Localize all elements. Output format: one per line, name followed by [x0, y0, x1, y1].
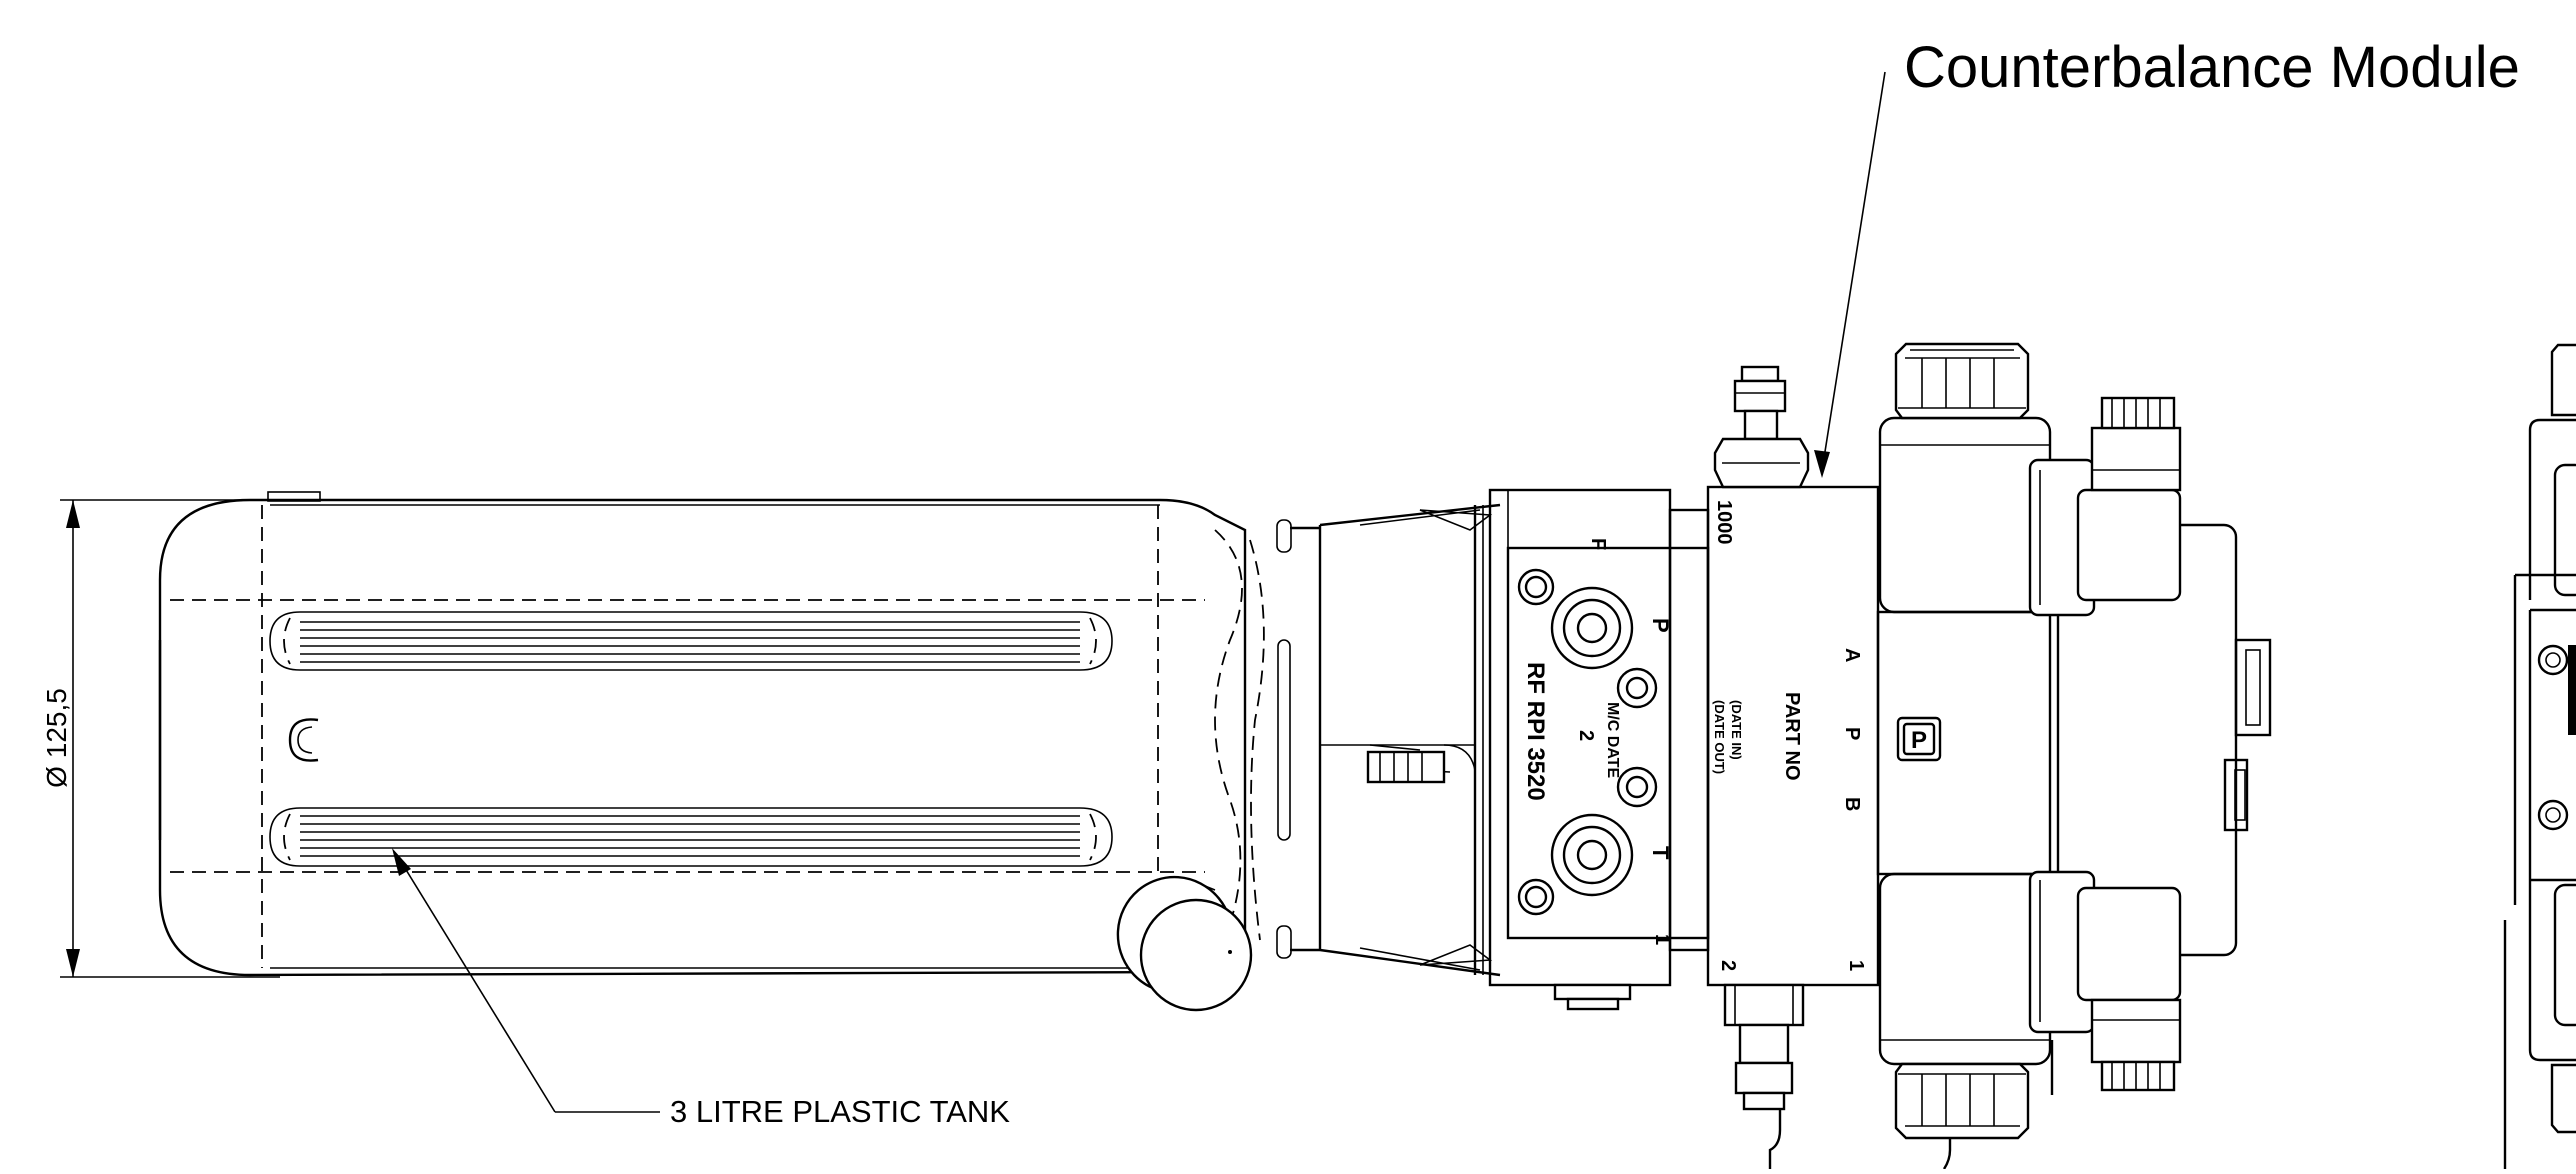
- valve-port-2: 2: [1717, 960, 1739, 971]
- adapter-bracket: [1276, 503, 1501, 977]
- solenoid-valve: P: [1876, 342, 2272, 1170]
- manifold-port-p: P: [1648, 618, 1673, 633]
- din-connector-upper: [2028, 396, 2182, 617]
- diameter-label: Ø 125,5: [41, 688, 72, 788]
- manifold-port-t: T: [1648, 846, 1673, 860]
- tank-c-mark: [288, 718, 319, 762]
- valve-port-a: A: [1841, 648, 1863, 662]
- lower-coil-nut: [1894, 1062, 2030, 1170]
- partial-side-view: [2503, 343, 2576, 1169]
- plastic-tank: [158, 491, 1265, 1012]
- valve-port-p: P: [1841, 727, 1863, 740]
- valve-date-in: (DATE IN): [1729, 700, 1744, 760]
- bottom-fitting: [1723, 983, 1805, 1169]
- din-connector-lower: [2028, 870, 2182, 1095]
- top-fitting: [1713, 365, 1810, 489]
- module-label: Counterbalance Module: [1904, 35, 2520, 100]
- valve-date-out: (DATE OUT): [1712, 700, 1727, 774]
- upper-coil-nut: [1894, 342, 2030, 420]
- valve-port-b: B: [1841, 797, 1863, 811]
- manifold-edge-mark: F: [1587, 538, 1609, 550]
- tank-ribs-upper: [269, 611, 1113, 671]
- manifold-part-code: RF RPI 3520: [1522, 662, 1549, 801]
- tank-ribs-lower: [269, 807, 1113, 867]
- valve-port-1: 1: [1845, 960, 1867, 971]
- logo-letter: P: [1911, 727, 1927, 754]
- filler-cap: [1116, 875, 1253, 1012]
- manifold-mc-date: M/C DATE: [1604, 702, 1621, 778]
- diameter-dimension: Ø 125,5: [41, 499, 280, 978]
- valve-code: 1000: [1713, 500, 1735, 545]
- manifold-block: P T M/C DATE 2 RF RPI 3520 1 F: [1488, 488, 1710, 1011]
- tank-callout: 3 LITRE PLASTIC TANK: [392, 848, 1010, 1129]
- valve-block: 1000 A P B PART NO (DATE IN) (DATE OUT) …: [1668, 365, 1880, 1169]
- manufacturer-logo: P: [1896, 716, 1942, 762]
- manifold-ports: [1517, 568, 1658, 916]
- manifold-number: 2: [1575, 730, 1597, 741]
- valve-part-no: PART NO: [1781, 692, 1803, 781]
- module-callout: Counterbalance Module: [1814, 35, 2520, 478]
- manifold-port-1: 1: [1651, 934, 1673, 945]
- tank-label: 3 LITRE PLASTIC TANK: [670, 1094, 1010, 1129]
